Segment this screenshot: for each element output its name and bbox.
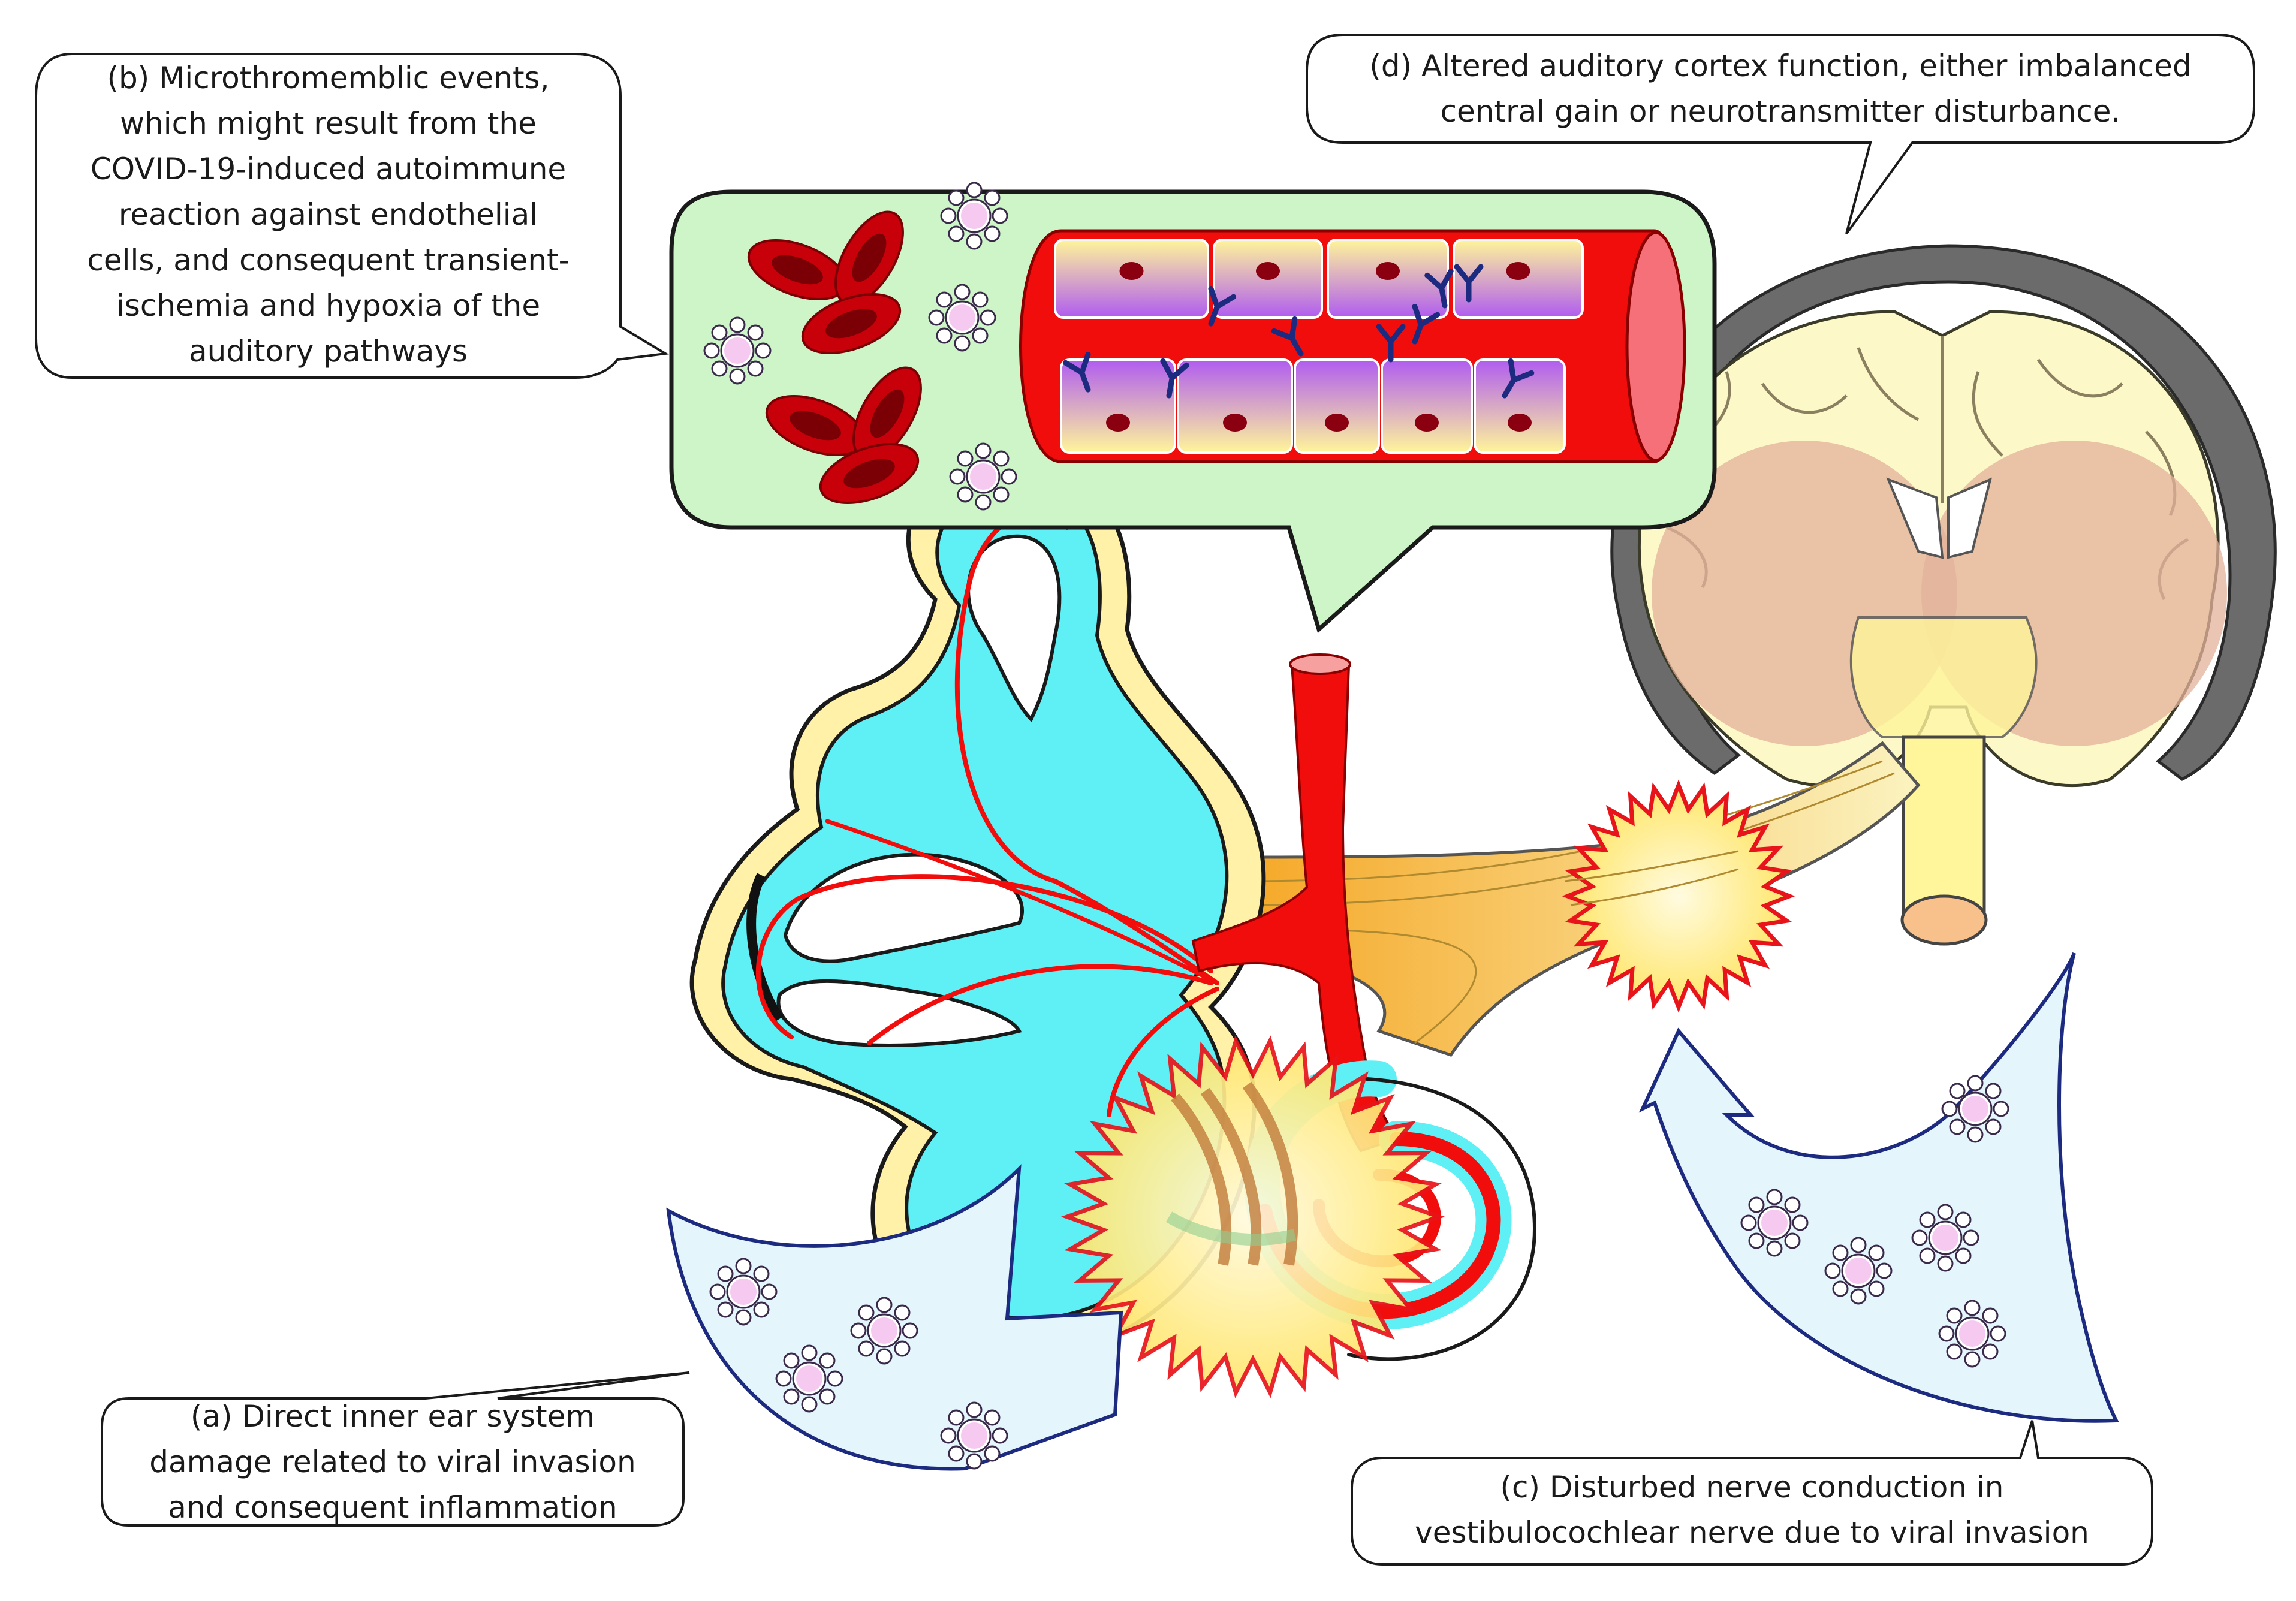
- callout-b-line: COVID-19-induced autoimmune: [90, 152, 567, 186]
- callout-b-line: which might result from the: [120, 106, 537, 141]
- endothelial-cell: [1474, 358, 1566, 454]
- callout-a-line: and consequent inflammation: [168, 1490, 617, 1525]
- vessel-lumen-opening: [1625, 231, 1686, 462]
- virus-icon: [940, 182, 1008, 250]
- callout-b-line: (b) Microthromemblic events,: [107, 61, 550, 95]
- callout-a-line: (a) Direct inner ear system: [190, 1399, 595, 1434]
- canal-black-band: [746, 873, 784, 1022]
- callout-a-line: damage related to viral invasion: [149, 1445, 636, 1479]
- nerve-inflammation-burst-icon: [1562, 779, 1795, 1013]
- callout-a-box: [101, 1371, 690, 1527]
- cell-nucleus: [1106, 414, 1130, 432]
- blood-vessel-cross-section: [1019, 229, 1686, 463]
- virus-icon: [703, 316, 772, 385]
- callout-c-text: (c) Disturbed nerve conduction in vestib…: [1352, 1464, 2152, 1555]
- virus-icon: [709, 1258, 778, 1326]
- virus-icon: [850, 1297, 918, 1365]
- virus-icon: [775, 1344, 843, 1413]
- callout-c-line: vestibulocochlear nerve due to viral inv…: [1415, 1515, 2089, 1550]
- callout-d-line: (d) Altered auditory cortex function, ei…: [1369, 49, 2192, 83]
- labyrinthine-artery: [1191, 664, 1399, 1153]
- virus-icon: [940, 1401, 1008, 1470]
- brainstem-upper: [1849, 616, 2038, 738]
- callout-b-line: cells, and consequent transient-: [87, 243, 570, 278]
- callout-c-line: (c) Disturbed nerve conduction in: [1500, 1470, 2004, 1504]
- endothelial-cell: [1060, 358, 1176, 454]
- artery-cut-end: [1289, 653, 1351, 675]
- virus-icon: [1911, 1204, 1979, 1272]
- cell-nucleus: [1325, 414, 1349, 432]
- cell-nucleus: [1506, 262, 1530, 280]
- callout-b-line: auditory pathways: [188, 334, 468, 369]
- callout-a-text: (a) Direct inner ear system damage relat…: [102, 1394, 683, 1530]
- ventricles: [1886, 477, 1992, 559]
- viral-invasion-arrow-c: [1638, 952, 2119, 1423]
- inflammation-burst-icon: [1060, 1035, 1445, 1398]
- virus-icon: [1938, 1300, 2006, 1368]
- callout-b-line: reaction against endothelial: [118, 197, 538, 232]
- callout-c-box: [1351, 1420, 2153, 1566]
- cell-nucleus: [1223, 414, 1247, 432]
- burst-nerve-lines: [1564, 850, 1739, 906]
- cell-nucleus: [1415, 414, 1439, 432]
- callout-d-text: (d) Altered auditory cortex function, ei…: [1307, 43, 2254, 134]
- endothelial-cell: [1294, 358, 1380, 454]
- brain-coronal-section: [1610, 244, 2277, 946]
- virus-icon: [1740, 1189, 1809, 1257]
- endothelial-cell: [1177, 358, 1293, 454]
- callout-d-box: [1306, 34, 2255, 235]
- endothelial-cell: [1381, 358, 1473, 454]
- cell-nucleus: [1256, 262, 1280, 280]
- brainstem-cut-end: [1900, 894, 1988, 946]
- cell-nucleus: [1508, 414, 1532, 432]
- brainstem: [1902, 735, 1986, 919]
- posterior-canal-lumen: [776, 979, 1022, 1047]
- callout-b-text: (b) Microthromemblic events, which might…: [36, 55, 620, 374]
- cell-nucleus: [1376, 262, 1400, 280]
- virus-icon: [1941, 1075, 2009, 1143]
- callout-b-line: ischemia and hypoxia of the: [116, 288, 541, 323]
- lateral-canal-lumen: [783, 852, 1024, 963]
- virus-icon: [1824, 1237, 1893, 1305]
- callout-d-line: central gain or neurotransmitter disturb…: [1440, 94, 2121, 129]
- callout-b-box: [35, 53, 669, 379]
- virus-icon: [949, 442, 1017, 511]
- virus-icon: [928, 284, 996, 352]
- cell-nucleus: [1119, 262, 1144, 280]
